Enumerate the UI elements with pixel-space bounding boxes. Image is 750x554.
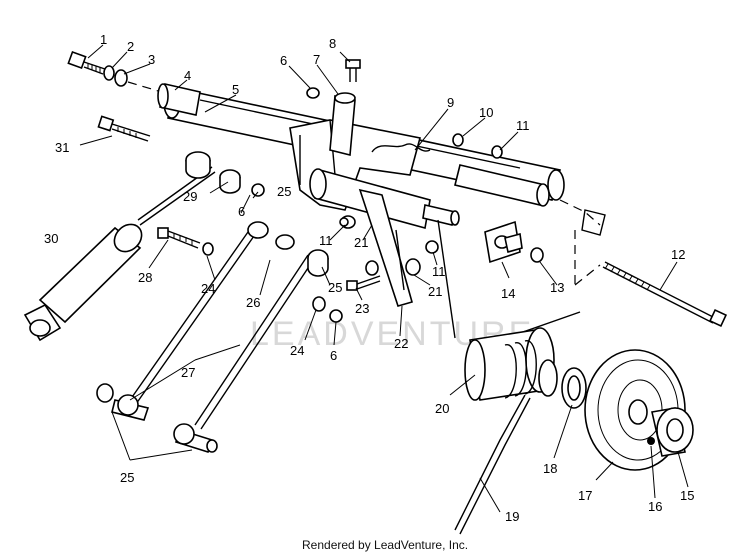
callout-13: 13	[550, 280, 564, 295]
callout-22: 22	[394, 336, 408, 351]
callout-10: 10	[479, 105, 493, 120]
bracket-14	[484, 220, 523, 264]
callout-25-b: 25	[328, 280, 342, 295]
pin-7	[329, 92, 356, 157]
callout-24-b: 24	[290, 343, 304, 358]
callout-9: 9	[447, 95, 454, 110]
footer-credit: Rendered by LeadVenture, Inc.	[302, 538, 468, 552]
nut-6a	[306, 87, 320, 99]
washer-18	[561, 367, 587, 409]
bolt-28	[157, 227, 201, 249]
washer-13	[530, 247, 544, 263]
callout-21-b: 21	[428, 284, 442, 299]
spring-20	[464, 311, 581, 401]
callout-21: 21	[354, 235, 368, 250]
hub-15	[651, 407, 694, 457]
callout-30: 30	[44, 231, 58, 246]
callout-11-b: 11	[319, 233, 333, 248]
callout-11: 11	[516, 118, 530, 133]
callout-29: 29	[183, 189, 197, 204]
callout-17: 17	[578, 488, 592, 503]
callout-24: 24	[201, 281, 215, 296]
right-tube	[454, 164, 550, 207]
washer-21a	[365, 260, 379, 276]
callout-15: 15	[680, 488, 694, 503]
washer-2	[103, 65, 115, 81]
callout-28: 28	[138, 270, 152, 285]
bolt-8	[345, 59, 361, 82]
callout-11-c: 11	[432, 264, 446, 279]
callout-1: 1	[100, 32, 107, 47]
callout-20: 20	[435, 401, 449, 416]
bolt-12	[602, 261, 728, 328]
sleeve-4	[157, 83, 201, 116]
callout-25-c: 25	[120, 470, 134, 485]
bolt-23	[346, 275, 381, 291]
shock-30	[23, 166, 216, 342]
end-clip	[581, 209, 606, 236]
callout-16: 16	[648, 499, 662, 514]
washer-3	[114, 69, 128, 87]
link-arms	[129, 221, 329, 430]
callout-18: 18	[543, 461, 557, 476]
leader-lines	[79, 44, 689, 513]
nut-11b	[339, 217, 349, 227]
callout-4: 4	[184, 68, 191, 83]
callout-14: 14	[501, 286, 515, 301]
nut-10	[452, 133, 464, 147]
bolt-31	[97, 115, 151, 142]
spring-arm-19	[454, 394, 531, 535]
callout-6-b: 6	[238, 204, 245, 219]
washer-24b	[312, 296, 326, 312]
callout-labels: 1 2 3 4 5 6 7 8 9 10 11 12 13 14 15 16 1…	[44, 32, 694, 524]
callout-3: 3	[148, 52, 155, 67]
callout-31: 31	[55, 140, 69, 155]
bolt-1	[67, 50, 106, 75]
bushing-29	[185, 151, 265, 197]
spring-leader	[437, 219, 456, 339]
callout-7: 7	[313, 52, 320, 67]
strap-22	[358, 188, 413, 307]
callout-5: 5	[232, 82, 239, 97]
nut-11c	[425, 240, 439, 254]
callout-12: 12	[671, 247, 685, 262]
callout-26: 26	[246, 295, 260, 310]
nut-11a	[491, 145, 503, 159]
callout-2: 2	[127, 39, 134, 54]
callout-27: 27	[181, 365, 195, 380]
setscrew-16	[647, 437, 655, 445]
nut-6d	[329, 309, 343, 323]
callout-6-d: 6	[330, 348, 337, 363]
callout-19: 19	[505, 509, 519, 524]
callout-6: 6	[280, 53, 287, 68]
callout-8: 8	[329, 36, 336, 51]
callout-25: 25	[277, 184, 291, 199]
bushing-25	[96, 383, 218, 453]
clip-9	[371, 143, 431, 153]
washer-24a	[202, 242, 214, 256]
callout-23: 23	[355, 301, 369, 316]
washer-21b	[405, 258, 421, 276]
